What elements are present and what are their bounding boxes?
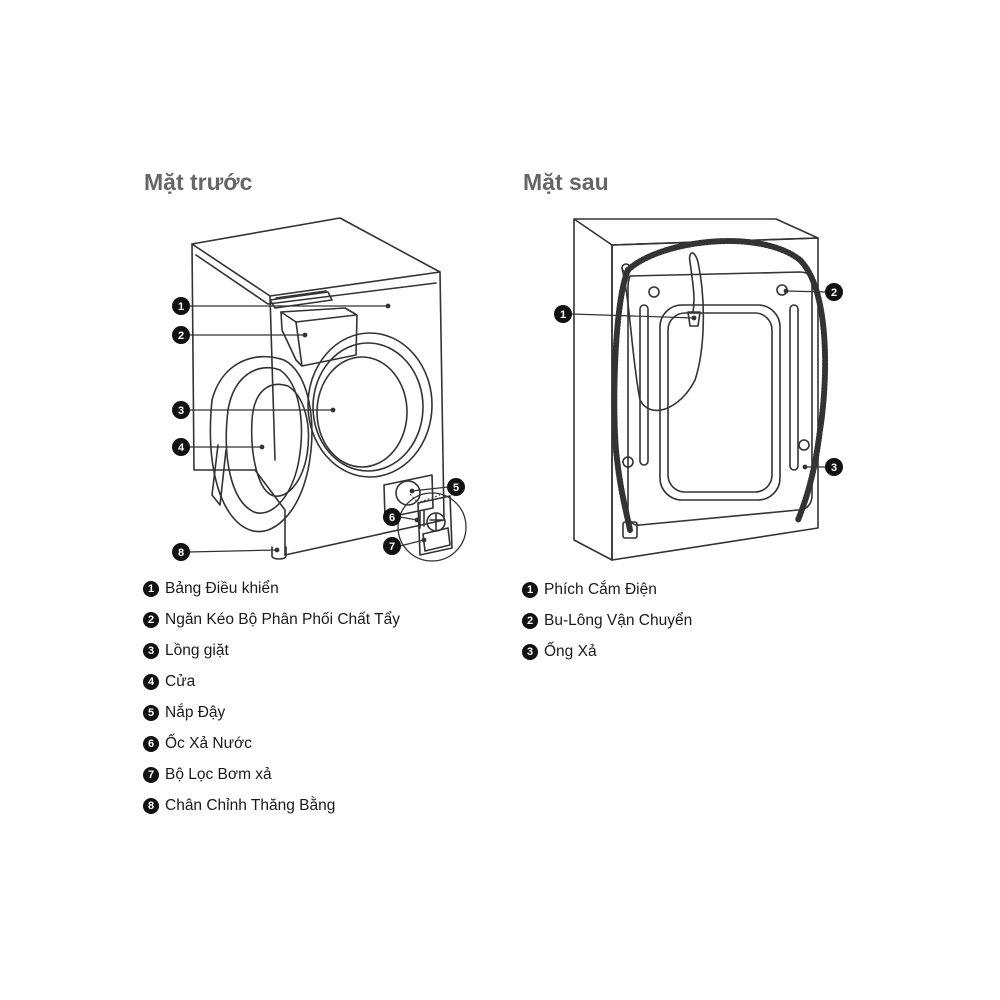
svg-text:1: 1: [178, 301, 184, 313]
rear-parts-legend: 1 Phích Cắm Điện 2 Bu-Lông Vận Chuyển 3 Ống…: [522, 574, 692, 667]
front-callout-8: 8: [172, 543, 190, 561]
legend-label: Bộ Lọc Bơm xả: [165, 766, 272, 784]
legend-number-badge: 7: [143, 767, 159, 784]
legend-item: 8 Chân Chỉnh Thăng Bằng: [143, 791, 400, 822]
rear-panel: [627, 271, 813, 526]
legend-item: 2 Bu-Lông Vận Chuyển: [522, 605, 692, 636]
legend-label: Bu-Lông Vận Chuyển: [544, 611, 693, 629]
transit-bolt: [622, 456, 634, 468]
legend-label: Ống Xả: [544, 642, 597, 660]
svg-text:5: 5: [453, 482, 459, 494]
legend-number-badge: 6: [143, 736, 159, 753]
svg-text:7: 7: [389, 541, 395, 553]
svg-text:6: 6: [389, 512, 395, 524]
control-panel: [269, 291, 333, 309]
filter-cover: [383, 474, 434, 519]
filter-zoom-circle: [397, 492, 467, 562]
rear-cabinet-outline: [573, 218, 613, 561]
legend-item: 2 Ngăn Kéo Bộ Phân Phối Chất Tẩy: [143, 604, 400, 635]
drum-outer-ring: [307, 332, 433, 478]
svg-text:4: 4: [178, 442, 185, 454]
svg-text:2: 2: [831, 287, 837, 299]
front-callout-5: 5: [447, 478, 465, 496]
legend-label: Ốc Xả Nước: [165, 735, 252, 753]
rear-washer-illustration: [573, 218, 829, 561]
legend-label: Chân Chỉnh Thăng Bằng: [165, 797, 336, 815]
front-view-title: Mặt trước: [144, 169, 253, 195]
front-callout-1: 1: [172, 297, 190, 315]
svg-text:3: 3: [831, 462, 837, 474]
legend-item: 3 Lồng giặt: [143, 635, 400, 666]
legend-number-badge: 4: [143, 673, 159, 690]
legend-number-badge: 2: [522, 612, 538, 629]
rear-callout-3: 3: [825, 458, 843, 476]
door-frame: [209, 355, 313, 533]
leveling-foot: [271, 546, 287, 560]
power-cord: [621, 252, 705, 412]
legend-label: Nắp Đậy: [165, 703, 226, 721]
legend-number-badge: 5: [143, 704, 159, 721]
legend-label: Ngăn Kéo Bộ Phân Phối Chất Tẩy: [165, 610, 400, 628]
legend-item: 5 Nắp Đậy: [143, 697, 400, 728]
front-callout-7: 7: [383, 537, 401, 555]
legend-number-badge: 3: [143, 642, 159, 659]
legend-label: Phích Cắm Điện: [544, 580, 657, 598]
front-callout-3: 3: [172, 401, 190, 419]
legend-number-badge: 1: [143, 580, 159, 597]
legend-label: Lồng giặt: [165, 641, 229, 659]
rear-callout-1: 1: [554, 305, 572, 323]
legend-number-badge: 8: [143, 798, 159, 815]
washing-drum: [316, 356, 408, 468]
transit-bolt: [648, 286, 660, 298]
legend-label: Cửa: [165, 672, 196, 690]
rear-view-title: Mặt sau: [523, 169, 609, 195]
rear-callout-2: 2: [825, 283, 843, 301]
legend-item: 1 Bảng Điều khiển: [143, 573, 400, 604]
legend-item: 7 Bộ Lọc Bơm xả: [143, 760, 400, 791]
front-callout-4: 4: [172, 438, 190, 456]
front-callout-6: 6: [383, 508, 401, 526]
legend-item: 1 Phích Cắm Điện: [522, 574, 692, 605]
legend-item: 4 Cửa: [143, 666, 400, 697]
legend-item: 6 Ốc Xả Nước: [143, 728, 400, 759]
svg-text:8: 8: [178, 547, 184, 559]
transit-bolt: [798, 439, 810, 451]
legend-number-badge: 3: [522, 643, 538, 660]
svg-text:3: 3: [178, 405, 184, 417]
drain-hose: [625, 238, 829, 523]
legend-number-badge: 1: [522, 581, 538, 598]
svg-text:1: 1: [560, 309, 566, 321]
svg-text:2: 2: [178, 330, 184, 342]
legend-item: 3 Ống Xả: [522, 636, 692, 667]
front-callout-2: 2: [172, 326, 190, 344]
front-parts-legend: 1 Bảng Điều khiển 2 Ngăn Kéo Bộ Phân Phối …: [143, 573, 400, 822]
legend-number-badge: 2: [143, 611, 159, 628]
door-glass: [250, 383, 310, 497]
legend-label: Bảng Điều khiển: [165, 579, 279, 597]
